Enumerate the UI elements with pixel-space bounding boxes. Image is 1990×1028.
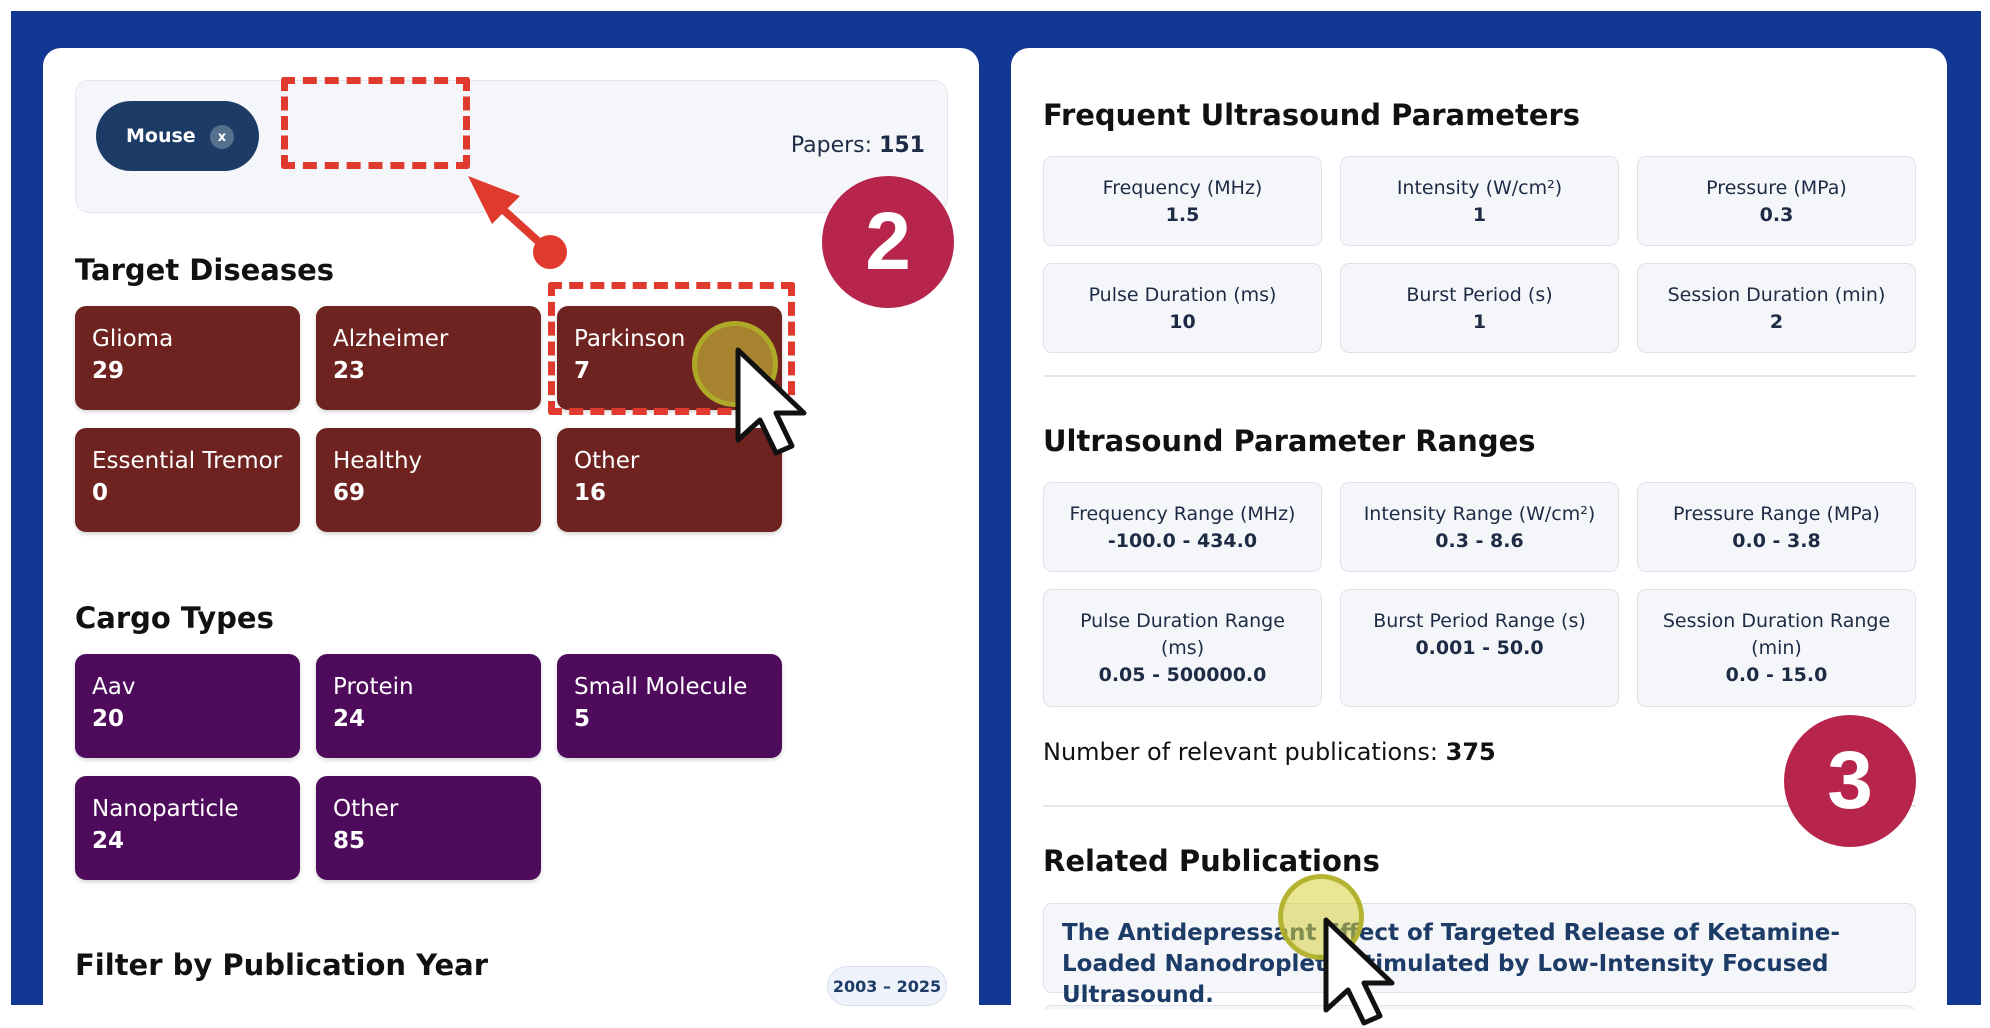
relevant-publications-count: Number of relevant publications: 375 — [1043, 738, 1496, 766]
related-publications-title: Related Publications — [1043, 844, 1380, 878]
param-session-duration: Session Duration (min) 2 — [1637, 263, 1916, 353]
range-intensity: Intensity Range (W/cm²) 0.3 - 8.6 — [1340, 482, 1619, 572]
cargo-types-title: Cargo Types — [75, 601, 274, 635]
param-pulse-duration: Pulse Duration (ms) 10 — [1043, 263, 1322, 353]
param-frequency: Frequency (MHz) 1.5 — [1043, 156, 1322, 246]
drop-target-highlight — [281, 77, 470, 169]
active-filters-box: Mouse x Papers: 151 — [75, 80, 948, 213]
cargo-card-other[interactable]: Other 85 — [316, 776, 541, 880]
disease-card-glioma[interactable]: Glioma 29 — [75, 306, 300, 410]
disease-card-other[interactable]: Other 16 — [557, 428, 782, 532]
range-pulse-duration: Pulse Duration Range (ms) 0.05 - 500000.… — [1043, 589, 1322, 707]
range-burst-period: Burst Period Range (s) 0.001 - 50.0 — [1340, 589, 1619, 707]
cargo-card-small-molecule[interactable]: Small Molecule 5 — [557, 654, 782, 758]
cargo-card-protein[interactable]: Protein 24 — [316, 654, 541, 758]
step-3-badge: 3 — [1784, 715, 1916, 847]
section-divider — [1043, 375, 1916, 377]
click-indicator — [1278, 874, 1364, 960]
results-panel: Frequent Ultrasound Parameters Frequency… — [1011, 48, 1947, 1009]
disease-card-healthy[interactable]: Healthy 69 — [316, 428, 541, 532]
click-indicator — [692, 321, 778, 407]
disease-card-alzheimer[interactable]: Alzheimer 23 — [316, 306, 541, 410]
publication-title-link[interactable]: The Antidepressant Effect of Targeted Re… — [1062, 920, 1840, 1008]
year-range-badge: 2003 – 2025 — [827, 966, 947, 1006]
range-session-duration: Session Duration Range (min) 0.0 - 15.0 — [1637, 589, 1916, 707]
filter-panel: Mouse x Papers: 151 Target Diseases Glio… — [43, 48, 979, 1009]
range-pressure: Pressure Range (MPa) 0.0 - 3.8 — [1637, 482, 1916, 572]
param-ranges-title: Ultrasound Parameter Ranges — [1043, 424, 1536, 458]
frequent-params-title: Frequent Ultrasound Parameters — [1043, 98, 1581, 132]
target-diseases-title: Target Diseases — [75, 253, 335, 287]
background-frame: Mouse x Papers: 151 Target Diseases Glio… — [11, 11, 1981, 1009]
year-filter-title: Filter by Publication Year — [75, 948, 489, 982]
cargo-card-nanoparticle[interactable]: Nanoparticle 24 — [75, 776, 300, 880]
papers-count: Papers: 151 — [790, 133, 925, 158]
range-frequency: Frequency Range (MHz) -100.0 - 434.0 — [1043, 482, 1322, 572]
filter-chip-mouse[interactable]: Mouse x — [96, 101, 259, 171]
close-icon[interactable]: x — [210, 125, 234, 149]
publication-item[interactable] — [1043, 1005, 1916, 1009]
disease-card-essential-tremor[interactable]: Essential Tremor 0 — [75, 428, 300, 532]
step-2-badge: 2 — [822, 176, 954, 308]
section-divider — [1043, 805, 1916, 807]
param-intensity: Intensity (W/cm²) 1 — [1340, 156, 1619, 246]
param-pressure: Pressure (MPa) 0.3 — [1637, 156, 1916, 246]
cargo-card-aav[interactable]: Aav 20 — [75, 654, 300, 758]
param-burst-period: Burst Period (s) 1 — [1340, 263, 1619, 353]
filter-chip-label: Mouse — [126, 125, 196, 147]
publication-item[interactable]: The Antidepressant Effect of Targeted Re… — [1043, 903, 1916, 1008]
